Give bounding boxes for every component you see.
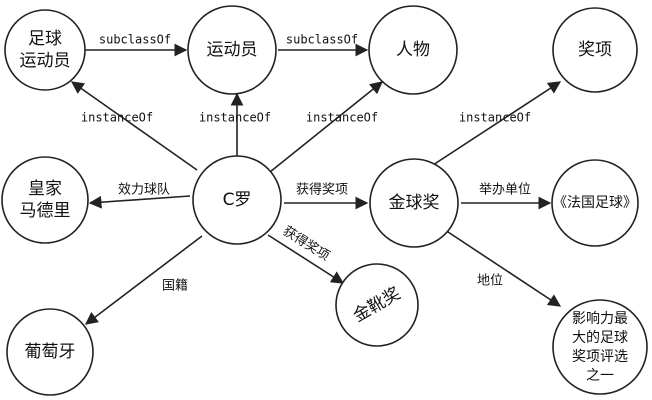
node-portugal[interactable]: 葡萄牙 [6,308,94,396]
edge-cr-to-real-madrid [88,195,191,209]
node-athlete[interactable]: 运动员 [187,5,277,95]
node-label: 运动员 [207,40,258,60]
node-golden-boot[interactable]: 金靴奖 [335,263,419,347]
edge-label-status: 地位 [477,274,503,289]
edges [70,43,562,325]
edge-cr-to-golden-boot [267,234,345,284]
edge-cr-to-person [269,81,383,173]
edge-label-nationality: 国籍 [162,278,188,294]
node-status-value[interactable]: 影响力最 大的足球 奖项评选 之一 [552,299,648,395]
node-label: 足球 [28,29,62,49]
node-label: 运动员 [20,51,71,71]
edge-label-instance-award: instanceOf [459,111,531,125]
edge-label-organizer: 举办单位 [479,183,531,198]
node-label: 皇家 [28,179,62,199]
edge-label-won-boot: 获得奖项 [280,223,333,264]
node-label: 奖项 [578,40,612,60]
node-person[interactable]: 人物 [368,5,458,95]
edge-label-instance-athlete: instanceOf [199,111,271,125]
node-label: 金球奖 [389,193,440,213]
node-ballon-dor[interactable]: 金球奖 [369,158,459,248]
edge-label-subclass-2: subclassOf [286,33,358,47]
node-award[interactable]: 奖项 [552,7,638,93]
node-football-player[interactable]: 足球 运动员 [4,9,86,91]
edge-labels: subclassOf subclassOf instanceOf instanc… [81,33,531,294]
edge-cr-to-football-player [70,81,198,171]
node-label: 之一 [586,368,614,384]
node-label: 葡萄牙 [25,342,76,362]
node-c-ronaldo[interactable]: C罗 [192,155,282,245]
node-label: C罗 [223,190,252,210]
node-label: 人物 [396,40,430,60]
node-label: 奖项评选 [572,348,628,365]
edge-label-subclass-1: subclassOf [99,33,171,47]
edge-label-instance-person: instanceOf [306,111,378,125]
node-label: 《法国足球》 [553,195,637,211]
node-france-football[interactable]: 《法国足球》 [551,159,639,247]
node-real-madrid[interactable]: 皇家 马德里 [1,156,89,244]
node-label: 影响力最 [572,311,628,327]
node-label: 大的足球 [572,330,628,346]
edge-label-instance-player: instanceOf [81,111,153,125]
edge-cr-to-portugal [84,235,203,325]
edge-ballon-to-award [432,81,562,166]
edge-ballon-to-status [444,229,562,307]
edge-label-plays-for: 效力球队 [118,183,170,198]
edge-label-won-ballon: 获得奖项 [296,182,348,198]
node-label: 马德里 [20,201,71,221]
